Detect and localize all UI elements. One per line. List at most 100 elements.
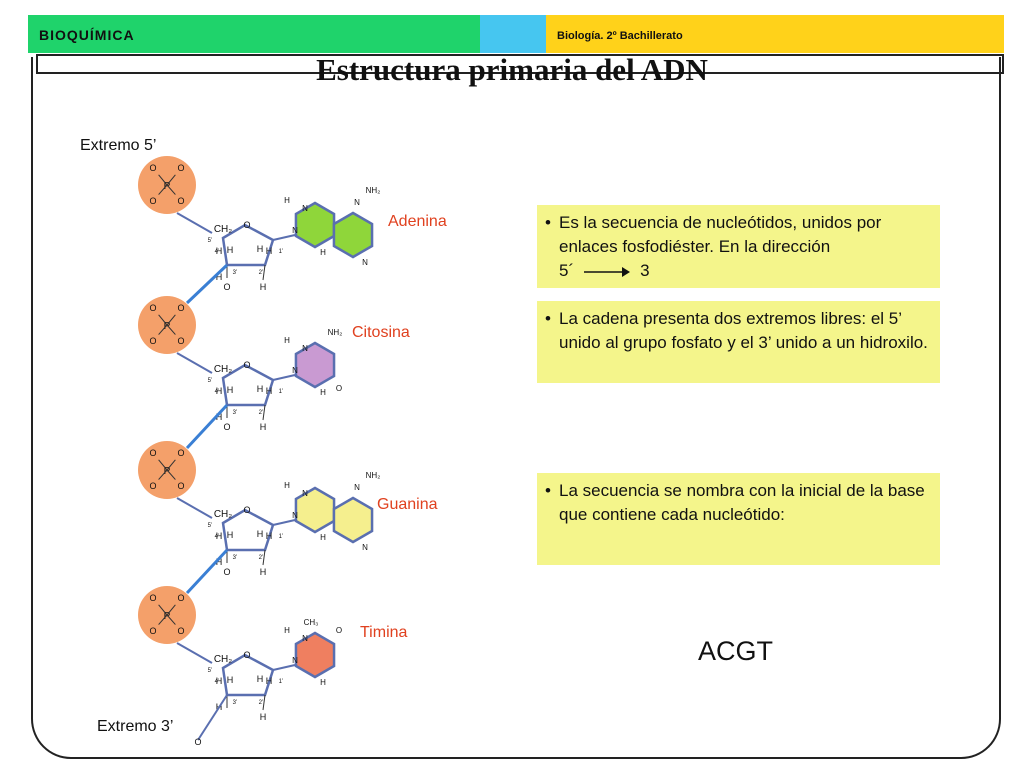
phosphate-bond [158,324,168,335]
sugar-H-bond [262,264,266,281]
sugar-3-label: 3’ [233,555,238,561]
base-N-label: N [302,344,308,353]
sugar-2-label: 2’ [259,270,264,276]
base-NH2-label: NH₂ [366,471,381,480]
phosphate-P-label: P [164,181,171,192]
sugar-H-label: H [257,384,264,394]
direction-from: 5´ [559,261,575,280]
sugar-O-label: O [243,220,250,230]
sugar-4-label: 4’ [215,679,220,685]
base-H-label: H [284,196,290,205]
glycosidic-bond [272,234,296,241]
base-N-label: N [292,366,298,375]
sugar-H-bond [262,404,266,421]
phosphate-bond [158,314,168,326]
sugar-2-label: 2’ [259,700,264,706]
direction-to: 3 [640,261,650,280]
phosphate-O-label: O [177,593,184,603]
sugar-CH2-label: CH₂ [214,509,232,520]
sugar-H-label: H [227,530,234,540]
sugar-H-label: H [216,386,223,396]
phosphate-O-label: O [177,163,184,173]
direction-arrow-icon [584,266,631,277]
sugar-H-label: H [260,422,267,432]
phosphate-O-label: O [149,626,156,636]
sugar-1-label: 1’ [279,679,284,685]
base-CH3-label: CH₃ [304,618,319,627]
sugar-5-label: 5’ [208,523,213,529]
base-H-label: H [284,481,290,490]
slide-frame [31,57,1001,759]
phosphate-O-label: O [177,336,184,346]
header-bar: BIOQUÍMICA Biología. 2º Bachillerato [28,15,1004,53]
sequence-acgt: ACGT [698,636,774,666]
info-text-sequence: Es la secuencia de nucleótidos, unidos p… [559,213,882,256]
phosphate-O-label: O [149,481,156,491]
base-N-label: N [302,489,308,498]
base-NH2-label: NH₂ [328,328,343,337]
info-box-ends: La cadena presenta dos extremos libres: … [537,301,940,383]
sugar-5-label: 5’ [208,668,213,674]
info-bullet-naming: La secuencia se nombra con la inicial de… [545,479,932,527]
sugar-ring [221,508,275,552]
phosphate-bond [166,459,176,471]
base-ring [294,201,336,249]
sugar-H-label: H [257,674,264,684]
end-5-label: Extremo 5’ [80,137,157,154]
phosphate-bond [158,184,168,195]
phosphate-O-label: O [177,448,184,458]
sugar-3-label: 3’ [233,700,238,706]
header-course: Biología. 2º Bachillerato [557,30,683,42]
sugar-H-label: H [260,567,267,577]
base-N-label: N [302,634,308,643]
sugar-H-label: H [266,531,273,541]
phosphate-O-label: O [149,303,156,313]
base-O-label: O [336,384,342,393]
base-ring [294,631,336,679]
sugar-1-label: 1’ [279,534,284,540]
sugar-O-label: O [243,650,250,660]
phosphate-bond [158,459,168,471]
sugar-CH2-label: CH₂ [214,364,232,375]
sugar-H-label: H [216,676,223,686]
sugar-5-label: 5’ [208,378,213,384]
base-H-label: H [320,248,326,257]
header-cyan-band [480,15,546,53]
info-box-naming: La secuencia se nombra con la inicial de… [537,473,940,565]
info-bullet-sequence: Es la secuencia de nucleótidos, unidos p… [545,211,932,283]
sugar-H-label: H [216,557,223,567]
phosphate-bond [166,314,176,326]
sugar-H-label: H [257,244,264,254]
sugar-O-label: O [243,360,250,370]
terminal-O-label: O [194,737,201,747]
phosphate-sugar-bond [176,642,213,664]
sugar-O3-label: O [223,282,230,292]
info-box-sequence: Es la secuencia de nucleótidos, unidos p… [537,205,940,288]
phosphate-O-label: O [177,626,184,636]
phosphate-bond [158,614,168,625]
glycosidic-bond [272,664,296,671]
sugar-2-label: 2’ [259,555,264,561]
info-bullet-ends: La cadena presenta dos extremos libres: … [545,307,932,355]
base-ring-second [332,211,374,259]
sugar-1-label: 1’ [279,249,284,255]
sugar-H-label: H [216,412,223,422]
sugar-5-label: 5’ [208,238,213,244]
base-label-guanina: Guanina [377,496,438,513]
sugar-H-label: H [227,245,234,255]
base-ring [294,341,336,389]
base-label-citosina: Citosina [352,324,410,341]
info-text-naming: La secuencia se nombra con la inicial de… [559,481,925,524]
glycosidic-bond [272,374,296,381]
phosphate-bond [158,174,168,186]
sugar-4-label: 4’ [215,389,220,395]
sugar-ring [221,653,275,697]
header-subject: BIOQUÍMICA [39,27,135,43]
glycosidic-bond [272,519,296,526]
sugar-O-label: O [243,505,250,515]
phosphate-O-label: O [177,481,184,491]
sugar-3-label: 3’ [233,410,238,416]
header-yellow-band [546,15,1004,53]
sugar-2-label: 2’ [259,410,264,416]
phosphate-sugar-bond [176,352,213,374]
